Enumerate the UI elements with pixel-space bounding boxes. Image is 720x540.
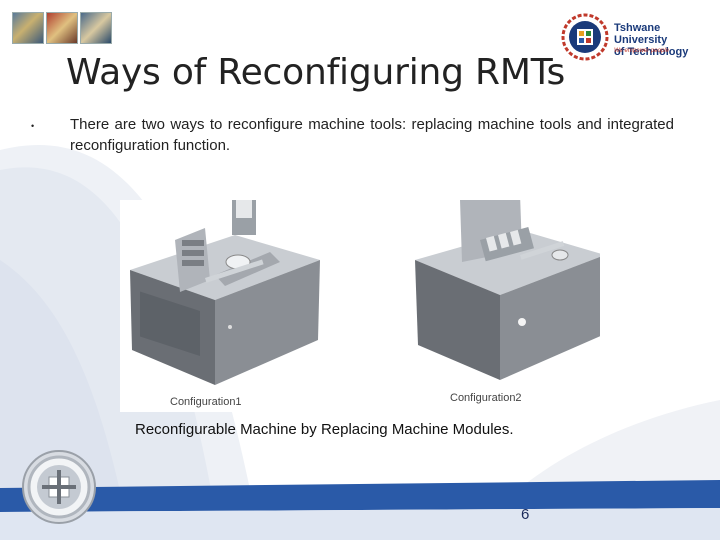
tut-emblem-icon xyxy=(22,450,96,524)
header-photo xyxy=(46,12,78,44)
tut-slogan: We empower people xyxy=(614,48,669,54)
machine-figure: Configuration1 Configuration2 xyxy=(120,185,605,412)
footer-band xyxy=(0,480,720,540)
page-title: Ways of Reconfiguring RMTs xyxy=(66,52,566,93)
bullet-text: There are two ways to reconfigure machin… xyxy=(70,116,674,154)
header-photo xyxy=(80,12,112,44)
header-photo xyxy=(12,12,44,44)
tut-shield-icon xyxy=(561,13,609,61)
header-photo-strip xyxy=(12,12,112,44)
bullet-marker: • xyxy=(31,121,35,131)
machine-configuration-2 xyxy=(415,194,605,380)
configuration-2-label: Configuration2 xyxy=(450,392,522,404)
tut-name: Tshwane University of Technology xyxy=(614,22,689,58)
machine-configuration-1 xyxy=(130,185,320,385)
configuration-1-label: Configuration1 xyxy=(170,396,242,408)
figure-caption: Reconfigurable Machine by Replacing Mach… xyxy=(135,421,514,438)
page-number: 6 xyxy=(521,506,530,523)
tut-logo: Tshwane University of Technology We empo… xyxy=(560,10,710,62)
machine-illustration xyxy=(130,185,605,385)
